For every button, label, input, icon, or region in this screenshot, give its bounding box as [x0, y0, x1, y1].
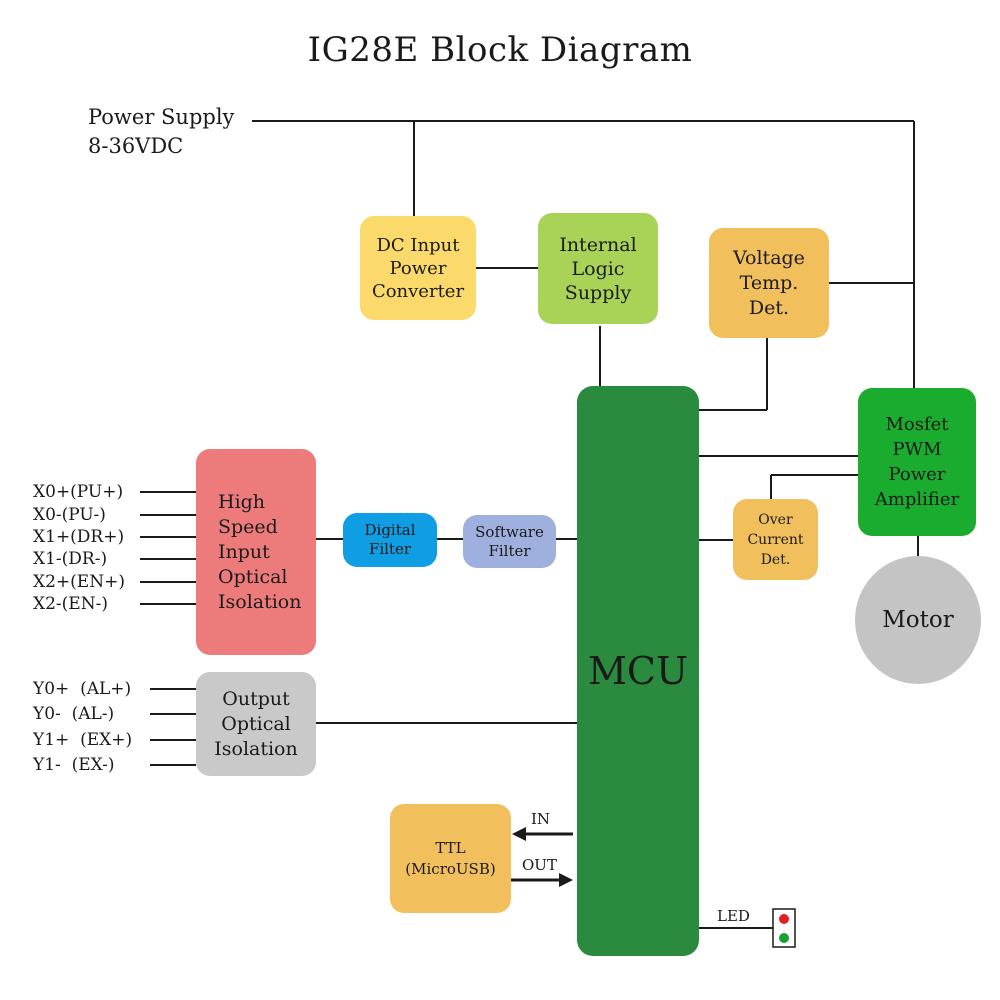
ttl-microusb-block: TTL (MicroUSB): [390, 804, 511, 913]
dc-input-power-converter-block: DC Input Power Converter: [360, 216, 476, 320]
input-pin-label: X0-(PU-): [33, 505, 106, 525]
output-pin-label: Y0+ (AL+): [33, 679, 132, 699]
mosfet-pwm-amplifier-block: Mosfet PWM Power Amplifier: [858, 388, 976, 536]
high-speed-input-isolation-block: High Speed Input Optical Isolation: [196, 449, 316, 655]
input-pin-label: X2-(EN-): [33, 594, 108, 614]
software-filter-block: Software Filter: [463, 515, 556, 568]
input-pin-label: X1-(DR-): [33, 549, 108, 569]
digital-filter-block: Digital Filter: [343, 513, 437, 567]
mcu-block: MCU: [577, 386, 699, 956]
input-pin-label: X0+(PU+): [33, 482, 124, 502]
ttl-in-label: IN: [531, 810, 551, 828]
output-pin-label: Y0- (AL-): [33, 704, 115, 724]
ttl-out-label: OUT: [522, 856, 557, 874]
input-pin-label: X2+(EN+): [33, 572, 125, 592]
motor-block: Motor: [855, 556, 981, 684]
input-pin-label: X1+(DR+): [33, 527, 125, 547]
output-optical-isolation-block: Output Optical Isolation: [196, 672, 316, 776]
led-label: LED: [717, 907, 750, 925]
internal-logic-supply-block: Internal Logic Supply: [538, 213, 658, 324]
power-supply-voltage: 8-36VDC: [88, 134, 184, 158]
output-pin-label: Y1+ (EX+): [33, 730, 133, 750]
diagram-title: IG28E Block Diagram: [307, 30, 693, 70]
output-pin-label: Y1- (EX-): [33, 755, 115, 775]
power-supply-label: Power Supply: [88, 105, 235, 129]
voltage-temp-detection-block: Voltage Temp. Det.: [709, 228, 829, 338]
over-current-detection-block: Over Current Det.: [733, 499, 818, 580]
